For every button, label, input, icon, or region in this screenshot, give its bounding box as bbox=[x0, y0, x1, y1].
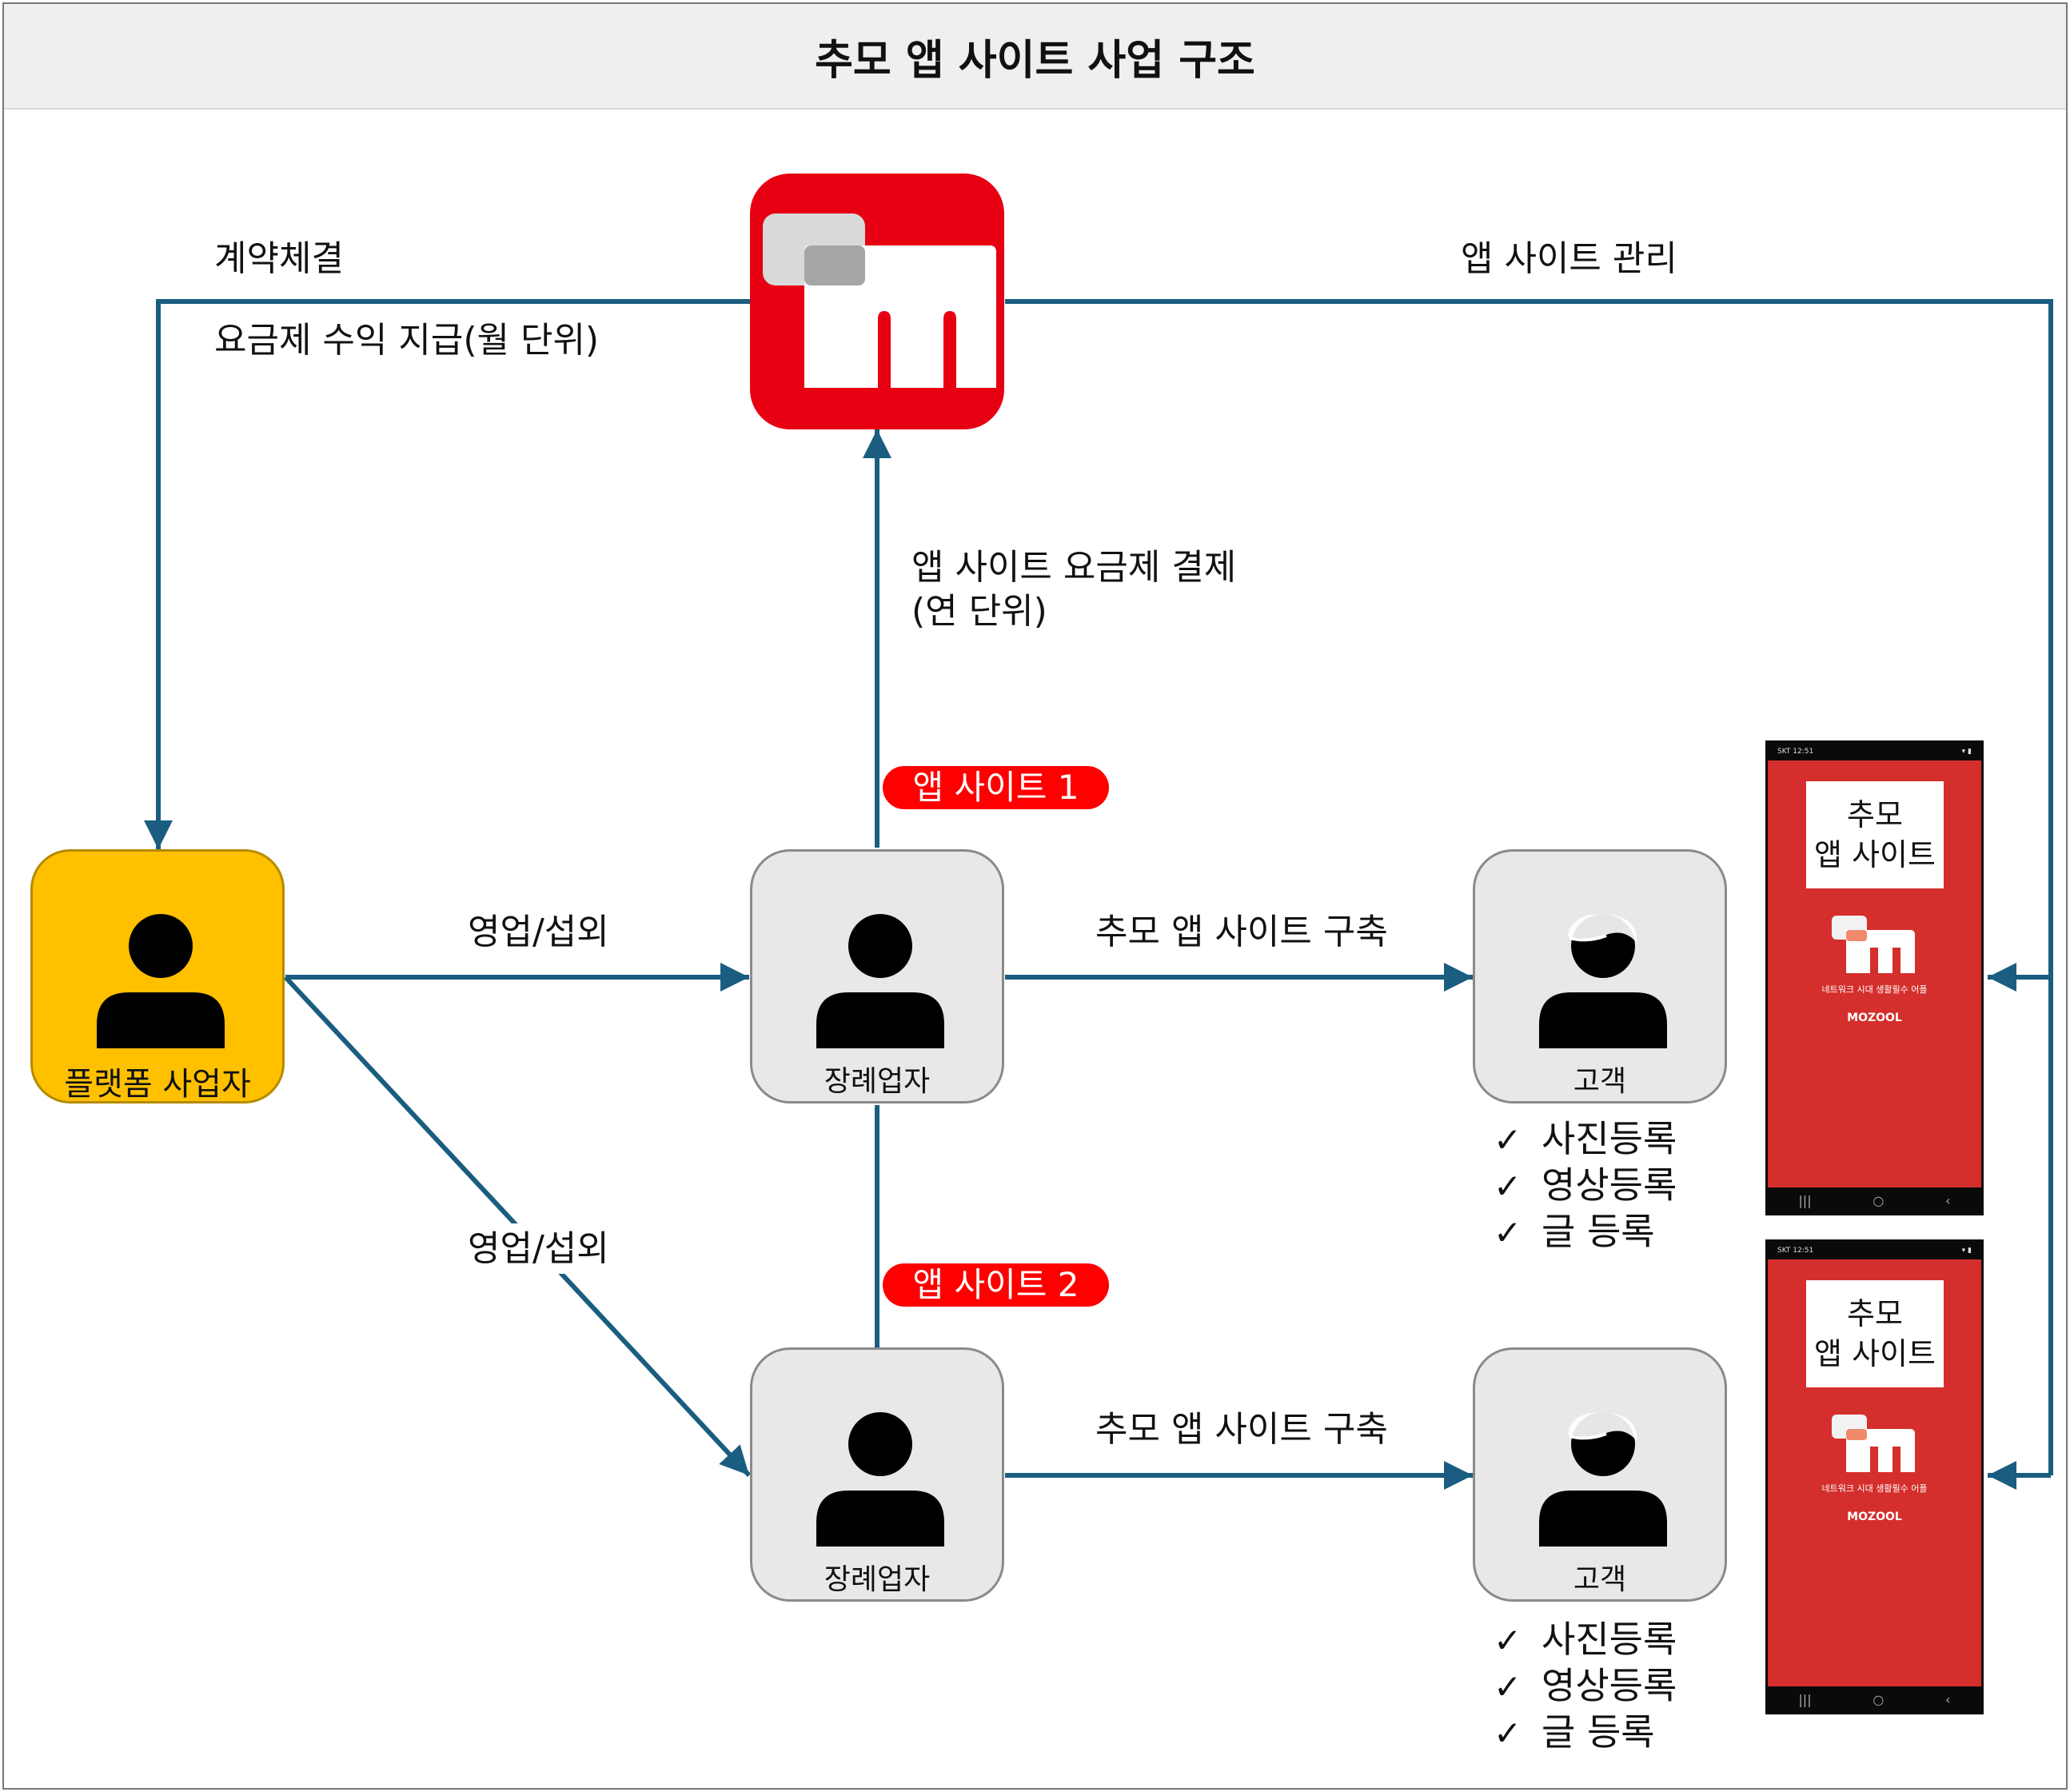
person-icon bbox=[97, 914, 225, 1048]
checklist-item: ✓사진등록 bbox=[1494, 1116, 1677, 1163]
mozool-logo-icon bbox=[750, 174, 1004, 429]
checklist-item: ✓사진등록 bbox=[1494, 1617, 1677, 1663]
recent-apps-icon: ||| bbox=[1798, 1691, 1812, 1707]
phone-slogan: 네트워크 시대 생활필수 어플 bbox=[1821, 984, 1928, 995]
person-icon bbox=[816, 1412, 944, 1547]
checklist-1: ✓사진등록 ✓영상등록 ✓글 등록 bbox=[1494, 1116, 1677, 1255]
phone-brand: MOZOOL bbox=[1847, 1012, 1902, 1024]
person-icon bbox=[816, 914, 944, 1048]
checklist-item: ✓글 등록 bbox=[1494, 1710, 1677, 1756]
checklist-item: ✓글 등록 bbox=[1494, 1209, 1677, 1255]
phone-title-card: 추모 앱 사이트 bbox=[1806, 1280, 1944, 1387]
funeral-director-1-label: 장례업자 bbox=[824, 1065, 931, 1098]
label-build-1: 추모 앱 사이트 구축 bbox=[1095, 912, 1388, 952]
phone-brand: MOZOOL bbox=[1847, 1511, 1902, 1523]
checkmark-icon: ✓ bbox=[1494, 1621, 1522, 1660]
label-contract: 계약체결 bbox=[214, 238, 344, 279]
funeral-director-2-node: 장례업자 bbox=[750, 1347, 1004, 1602]
checkmark-icon: ✓ bbox=[1494, 1213, 1522, 1252]
checkmark-icon: ✓ bbox=[1494, 1120, 1522, 1159]
funeral-director-2-label: 장례업자 bbox=[824, 1563, 931, 1596]
label-sales-2: 영업/섭외 bbox=[458, 1223, 619, 1274]
checkmark-icon: ✓ bbox=[1494, 1667, 1522, 1706]
phone-nav-bar: ||| ○ ‹ bbox=[1768, 1187, 1981, 1213]
signal-icon: ▾ ▮ bbox=[1961, 748, 1972, 756]
label-payment-line2: (연 단위) bbox=[911, 591, 1047, 632]
home-icon: ○ bbox=[1873, 1691, 1885, 1707]
home-icon: ○ bbox=[1873, 1192, 1885, 1208]
mozool-mini-logo-icon bbox=[1832, 916, 1915, 973]
phone-title-card: 추모 앱 사이트 bbox=[1806, 781, 1944, 888]
diagram-title: 추모 앱 사이트 사업 구조 bbox=[815, 36, 1255, 85]
customer-2-node: 고객 bbox=[1473, 1347, 1727, 1602]
edge-contract-revenue bbox=[144, 299, 750, 849]
phone-slogan: 네트워크 시대 생활필수 어플 bbox=[1821, 1483, 1928, 1494]
site-1-badge: 앱 사이트 1 bbox=[883, 766, 1109, 809]
platform-operator-label: 플랫폼 사업자 bbox=[64, 1066, 251, 1103]
checkmark-icon: ✓ bbox=[1494, 1167, 1522, 1206]
recent-apps-icon: ||| bbox=[1798, 1192, 1812, 1208]
phone-status-bar: SKT 12:51▾ ▮ bbox=[1768, 1242, 1981, 1259]
checkmark-icon: ✓ bbox=[1494, 1714, 1522, 1753]
checklist-2: ✓사진등록 ✓영상등록 ✓글 등록 bbox=[1494, 1617, 1677, 1756]
label-payment-line1: 앱 사이트 요금제 결제 bbox=[911, 547, 1237, 588]
customer-1-label: 고객 bbox=[1573, 1065, 1627, 1098]
phone-mockup-1: SKT 12:51▾ ▮ 추모 앱 사이트 네트워크 시대 생활필수 어플 MO… bbox=[1765, 740, 1984, 1215]
platform-operator-node: 플랫폼 사업자 bbox=[30, 849, 285, 1104]
checklist-item: ✓영상등록 bbox=[1494, 1663, 1677, 1710]
phone-nav-bar: ||| ○ ‹ bbox=[1768, 1686, 1981, 1712]
customer-icon bbox=[1539, 914, 1667, 1048]
customer-1-node: 고객 bbox=[1473, 849, 1727, 1104]
label-sales-1: 영업/섭외 bbox=[468, 912, 609, 952]
phone-mockup-2: SKT 12:51▾ ▮ 추모 앱 사이트 네트워크 시대 생활필수 어플 MO… bbox=[1765, 1239, 1984, 1714]
title-bar: 추모 앱 사이트 사업 구조 bbox=[4, 4, 2066, 110]
back-icon: ‹ bbox=[1945, 1691, 1951, 1707]
customer-icon bbox=[1539, 1412, 1667, 1547]
signal-icon: ▾ ▮ bbox=[1961, 1247, 1972, 1255]
edge-manage bbox=[1005, 299, 2053, 1475]
back-icon: ‹ bbox=[1945, 1192, 1951, 1208]
checklist-item: ✓영상등록 bbox=[1494, 1163, 1677, 1209]
mozool-mini-logo-icon bbox=[1832, 1415, 1915, 1472]
customer-2-label: 고객 bbox=[1573, 1563, 1627, 1596]
label-revenue: 요금제 수익 지급(월 단위) bbox=[214, 320, 600, 361]
site-2-badge: 앱 사이트 2 bbox=[883, 1263, 1109, 1307]
label-manage: 앱 사이트 관리 bbox=[1461, 238, 1677, 279]
phone-status-bar: SKT 12:51▾ ▮ bbox=[1768, 743, 1981, 760]
funeral-director-1-node: 장례업자 bbox=[750, 849, 1004, 1104]
label-build-2: 추모 앱 사이트 구축 bbox=[1095, 1409, 1388, 1450]
